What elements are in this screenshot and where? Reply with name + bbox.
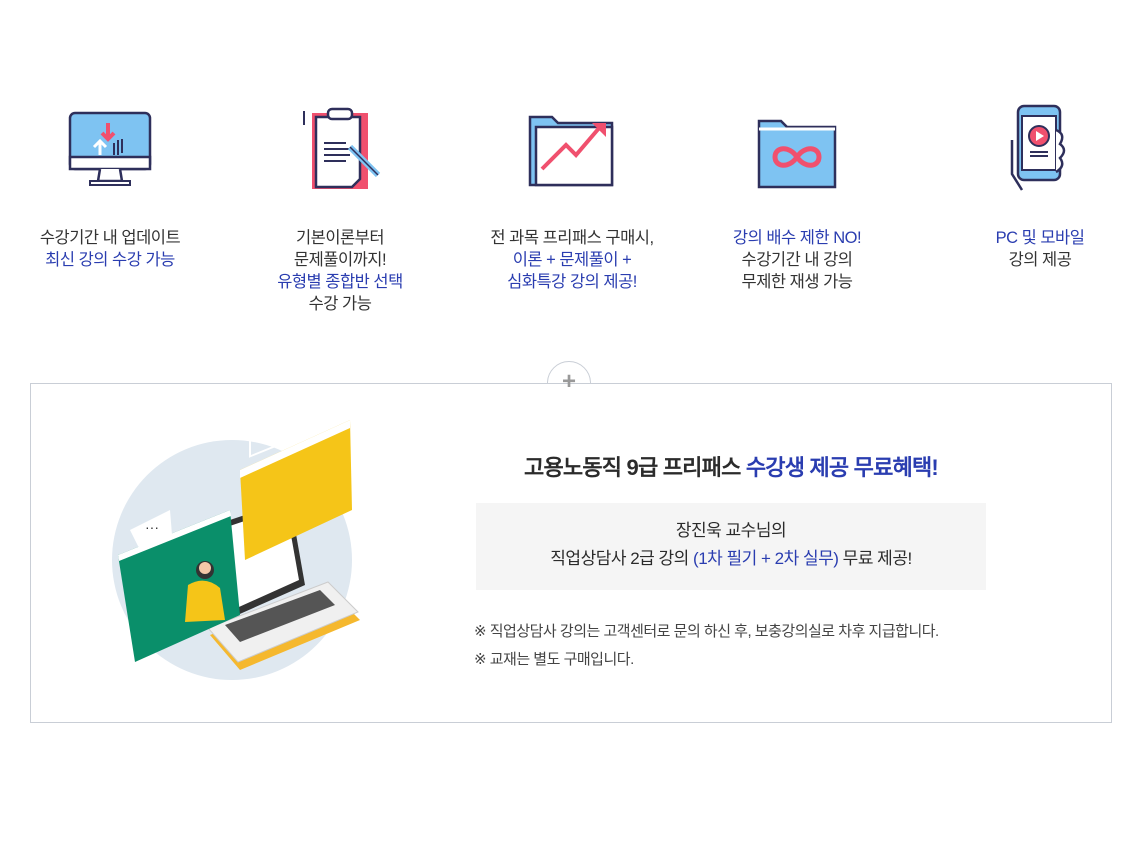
feature-line: 강의 제공 — [1008, 251, 1072, 269]
feature-line: 기본이론부터 — [295, 229, 385, 247]
benefit-title: 고용노동직 9급 프리패스 수강생 제공 무료혜택! — [476, 450, 986, 482]
feature-line: 강의 배수 제한 NO! — [732, 229, 862, 247]
course-highlight: (1차 필기 + 2차 실무) — [693, 549, 839, 568]
feature-line: 문제풀이까지! — [293, 251, 387, 269]
folder-infinity-icon — [687, 95, 907, 205]
feature-line: 수강 가능 — [308, 295, 372, 313]
feature-line: 수강기간 내 업데이트 — [39, 229, 181, 247]
folder-chart-icon — [462, 95, 682, 205]
online-lecture-illustration: ··· — [112, 420, 360, 680]
mobile-play-icon — [930, 95, 1140, 205]
feature-line: 심화특강 강의 제공! — [507, 273, 637, 291]
note-1: ※ 직업상담사 강의는 고객센터로 문의 하신 후, 보충강의실로 차후 지급합… — [474, 623, 939, 640]
feature-line: 수강기간 내 강의 — [741, 251, 853, 269]
monitor-update-icon — [0, 95, 220, 205]
feature-line: 무제한 재생 가능 — [741, 273, 853, 291]
title-text: 고용노동직 9급 프리패스 — [524, 455, 746, 480]
course-text: 직업상담사 2급 강의 — [550, 549, 694, 568]
benefit-box — [30, 383, 1112, 723]
note-2: ※ 교재는 별도 구매입니다. — [474, 651, 634, 668]
clipboard-pencil-icon — [230, 95, 450, 205]
feature-line: 이론 + 문제풀이 + — [512, 251, 632, 269]
title-highlight: 수강생 제공 무료혜택! — [745, 455, 939, 480]
benefit-detail-box: 장진욱 교수님의 직업상담사 2급 강의 (1차 필기 + 2차 실무) 무료 … — [476, 503, 986, 590]
course-line: 직업상담사 2급 강의 (1차 필기 + 2차 실무) 무료 제공! — [476, 545, 986, 573]
feature-line: 최신 강의 수강 가능 — [45, 251, 175, 269]
feature-line: 전 과목 프리패스 구매시, — [490, 229, 654, 247]
course-suffix: 무료 제공! — [838, 549, 913, 568]
feature-line: 유형별 종합반 선택 — [277, 273, 403, 291]
svg-text:···: ··· — [145, 519, 159, 535]
plus-icon: + — [561, 368, 576, 395]
feature-line: PC 및 모바일 — [995, 229, 1085, 247]
feature-freepass: 전 과목 프리패스 구매시, 이론 + 문제풀이 + 심화특강 강의 제공! — [462, 95, 682, 293]
feature-text: 전 과목 프리패스 구매시, 이론 + 문제풀이 + 심화특강 강의 제공! — [462, 227, 682, 293]
professor-line: 장진욱 교수님의 — [675, 521, 787, 540]
